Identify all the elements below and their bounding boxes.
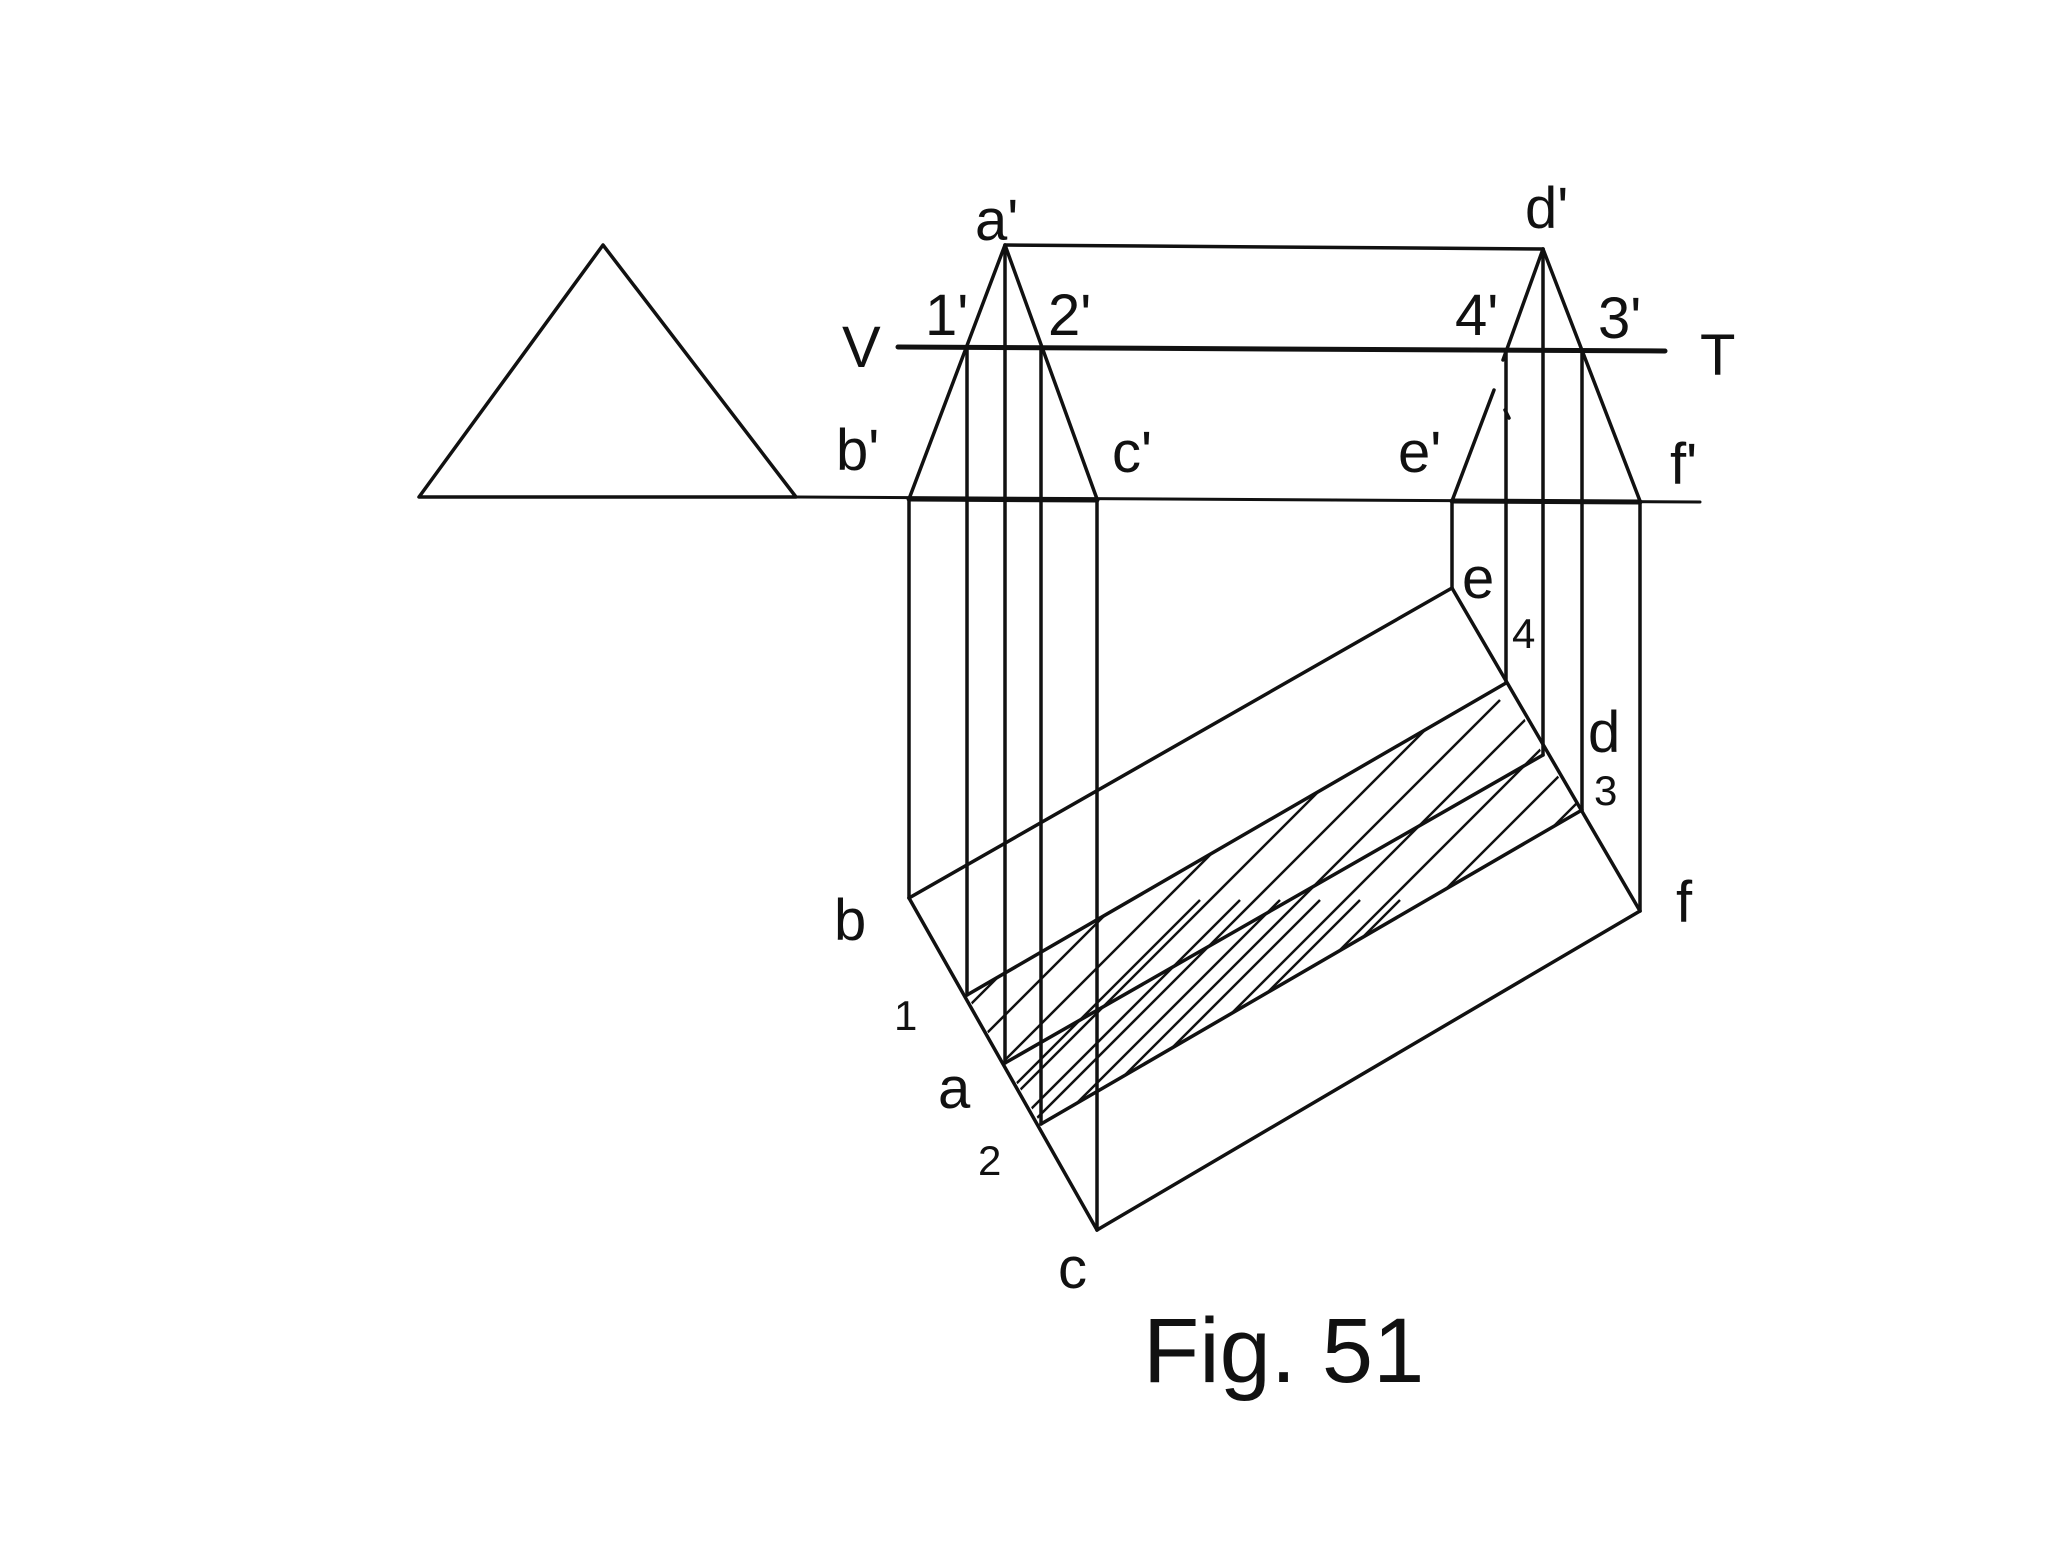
label-f-prime: f' — [1670, 432, 1697, 497]
label-b: b — [834, 888, 866, 953]
label-d-prime: d' — [1525, 176, 1568, 241]
label-4-prime: 4' — [1455, 283, 1498, 348]
label-4: 4 — [1512, 610, 1535, 657]
figure-caption: Fig. 51 — [1143, 1300, 1424, 1402]
label-e-prime: e' — [1398, 420, 1441, 485]
section-edge-1-4 — [965, 681, 1508, 997]
label-c: c — [1058, 1236, 1087, 1301]
top-view-edge-e-f — [1450, 586, 1642, 913]
label-e: e — [1462, 546, 1494, 611]
label-b-prime: b' — [836, 418, 879, 483]
top-view-edge-b-c — [907, 896, 1099, 1232]
section-hatching — [967, 699, 1582, 1124]
front-view-right-edge-f — [1541, 247, 1642, 503]
label-3-prime: 3' — [1598, 286, 1641, 351]
top-view-edge-c-f — [1095, 909, 1642, 1232]
label-1: 1 — [894, 992, 917, 1039]
front-view-right-base — [1449, 498, 1643, 505]
label-T: T — [1700, 323, 1735, 388]
label-a: a — [938, 1056, 971, 1121]
label-1-prime: 1' — [925, 283, 968, 348]
section-edge-2-3 — [1039, 808, 1584, 1126]
label-2: 2 — [978, 1137, 1001, 1184]
front-view-right-edge-e — [1450, 388, 1496, 503]
label-V: V — [842, 315, 881, 380]
label-d: d — [1588, 700, 1620, 765]
label-2-prime: 2' — [1048, 283, 1091, 348]
label-c-prime: c' — [1112, 420, 1152, 485]
front-view-ridge-line — [1003, 243, 1545, 251]
label-f: f — [1676, 870, 1693, 935]
label-3: 3 — [1594, 767, 1617, 814]
profile-triangle — [417, 243, 798, 499]
front-view-left-base — [906, 496, 1100, 503]
section-plane-trace-vt — [895, 344, 1668, 354]
top-view-edge-b-e — [907, 586, 1454, 900]
top-view-ridge-a-d — [1003, 753, 1545, 1065]
label-a-prime: a' — [975, 188, 1018, 253]
front-view-right-edge-e-upper — [1501, 247, 1545, 362]
